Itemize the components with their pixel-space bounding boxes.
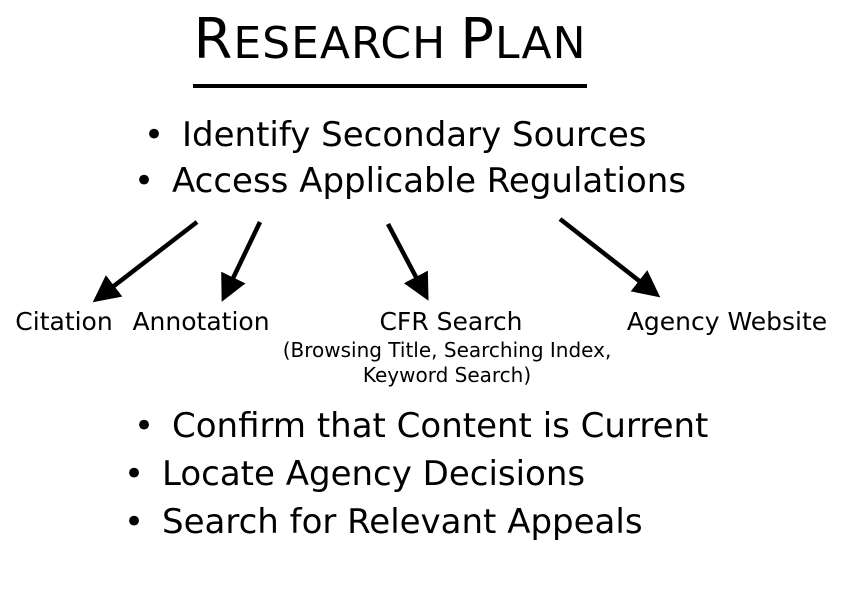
branch-label-cfr-search: CFR Search: [379, 307, 523, 336]
top-bullet-list: • Identify Secondary Sources • Access Ap…: [134, 112, 686, 204]
cfr-note-line1: (Browsing Title, Searching Index,: [282, 338, 612, 362]
bullet-text: Access Applicable Regulations: [172, 161, 687, 201]
title-word2-initial: P: [460, 7, 495, 72]
bullet-icon: •: [124, 454, 145, 494]
arrow-to-cfr-search: [386, 222, 429, 301]
bullet-text: Identify Secondary Sources: [182, 115, 647, 155]
branch-label-agency-website: Agency Website: [626, 307, 828, 336]
branch-label-annotation: Annotation: [132, 307, 270, 336]
bullet-text: Search for Relevant Appeals: [162, 502, 643, 542]
bullet-text: Confirm that Content is Current: [172, 406, 709, 446]
bullet-item-search-relevant-appeals: • Search for Relevant Appeals: [124, 498, 708, 546]
bullet-icon: •: [124, 502, 145, 542]
cfr-note-line2: Keyword Search): [362, 363, 532, 387]
bullet-item-locate-agency-decisions: • Locate Agency Decisions: [124, 450, 708, 498]
arrow-to-citation: [92, 220, 199, 303]
bullet-item-confirm-content-current: • Confirm that Content is Current: [124, 402, 708, 450]
bottom-bullet-list: • Confirm that Content is Current • Loca…: [124, 402, 708, 546]
bullet-item-identify-secondary-sources: • Identify Secondary Sources: [134, 112, 686, 158]
title-underlined-text: RESEARCH PLAN: [193, 7, 587, 88]
bullet-icon: •: [144, 115, 165, 155]
title-word2-rest: LAN: [494, 18, 587, 69]
title-word1-rest: ESEARCH: [233, 18, 447, 69]
cfr-search-note: (Browsing Title, Searching Index, Keywor…: [283, 338, 612, 388]
title-word1-initial: R: [193, 7, 234, 72]
page-title: RESEARCH PLAN: [0, 9, 780, 88]
bullet-item-access-applicable-regulations: • Access Applicable Regulations: [134, 158, 686, 204]
arrow-to-annotation: [221, 221, 263, 302]
branch-label-citation: Citation: [15, 307, 113, 336]
bullet-icon: •: [134, 406, 155, 446]
bullet-icon: •: [134, 161, 155, 201]
arrow-to-agency-website: [558, 217, 661, 298]
bullet-text: Locate Agency Decisions: [162, 454, 586, 494]
